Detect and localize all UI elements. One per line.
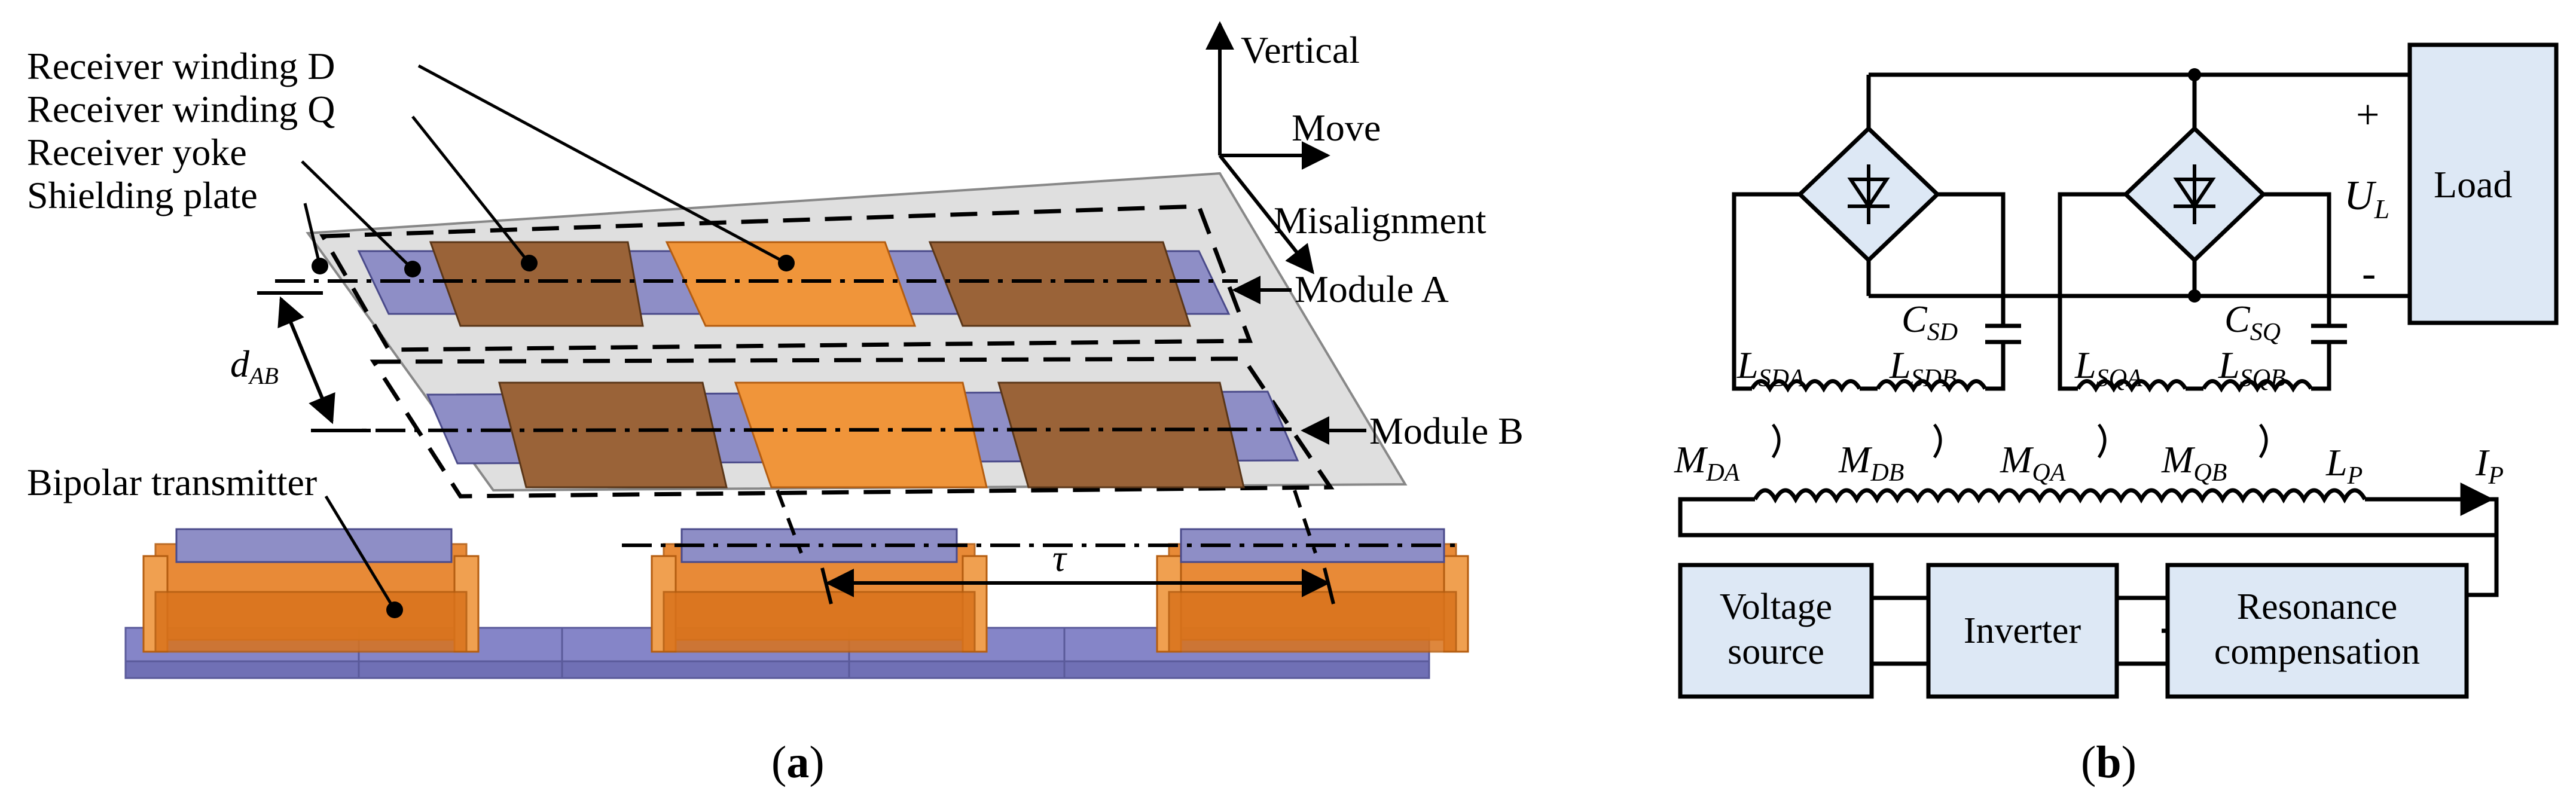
- caption-a: (a): [771, 737, 825, 787]
- coil-lsqb: [2201, 379, 2313, 393]
- winding-d-a: [665, 241, 917, 327]
- coil-lsqa: [2076, 379, 2188, 393]
- panel-b-text: Load + - UL CSD CSQ LSDA LSDB LSQA LSQB …: [1674, 92, 2513, 787]
- label-voltage-source-1: Voltage: [1720, 587, 1832, 627]
- d-ab-arrow: [277, 296, 335, 425]
- label-misalignment: Misalignment: [1274, 199, 1487, 242]
- label-ul: UL: [2344, 173, 2389, 224]
- label-receiver-winding-q: Receiver winding Q: [27, 88, 335, 130]
- caption-b: (b): [2081, 737, 2137, 787]
- transmitter-core-2: [651, 528, 988, 653]
- label-plus: +: [2356, 92, 2379, 138]
- label-shielding-plate: Shielding plate: [27, 174, 258, 216]
- label-receiver-winding-d: Receiver winding D: [27, 45, 335, 87]
- label-vertical: Vertical: [1241, 29, 1360, 71]
- label-resonance-1: Resonance: [2237, 587, 2398, 627]
- load-block: [2407, 42, 2559, 325]
- winding-q-a1: [429, 241, 644, 327]
- label-module-b: Module B: [1369, 410, 1524, 452]
- winding-q-b1: [498, 381, 728, 488]
- module-a-outline: [319, 204, 1253, 352]
- label-mqa: MQA: [2000, 438, 2066, 487]
- label-d-ab: dAB: [230, 343, 279, 389]
- label-mqb: MQB: [2161, 438, 2227, 487]
- resonance-compensation-block: [2165, 563, 2469, 699]
- label-csd: CSD: [1902, 298, 1958, 346]
- misalignment-arrow: [1218, 154, 1314, 274]
- winding-q-b2: [997, 381, 1245, 488]
- voltage-source-block: [1678, 563, 1874, 699]
- label-bipolar-transmitter: Bipolar transmitter: [27, 461, 317, 503]
- label-mdb: MDB: [1838, 438, 1904, 487]
- label-receiver-yoke: Receiver yoke: [27, 131, 247, 173]
- winding-d-b: [734, 381, 988, 488]
- panel-b: [1678, 42, 2559, 699]
- coil-lsdb: [1875, 379, 1988, 393]
- label-mda: MDA: [1674, 438, 1740, 487]
- label-ip: IP: [2475, 441, 2504, 490]
- centerline-b: [322, 428, 1292, 432]
- label-tau: τ: [1052, 537, 1067, 579]
- label-resonance-2: compensation: [2214, 631, 2420, 672]
- label-csq: CSQ: [2224, 298, 2281, 346]
- transmitter-core-1: [142, 528, 480, 653]
- label-move: Move: [1292, 106, 1381, 149]
- module-a: [357, 241, 1231, 327]
- module-b: [426, 381, 1299, 488]
- winding-q-a2: [928, 241, 1192, 327]
- label-minus: -: [2362, 251, 2376, 297]
- label-lsqa: LSQA: [2074, 344, 2142, 392]
- inverter-block: [1926, 563, 2119, 699]
- label-lp: LP: [2325, 441, 2363, 490]
- coil-primary: [1753, 488, 2367, 504]
- label-voltage-source-2: source: [1727, 631, 1824, 672]
- module-b-outline: [370, 356, 1335, 499]
- panel-a: Receiver winding D Receiver winding Q Re…: [27, 21, 1524, 787]
- label-load: Load: [2434, 163, 2513, 206]
- label-inverter: Inverter: [1964, 610, 2081, 651]
- label-lsdb: LSDB: [1889, 344, 1957, 392]
- label-lsda: LSDA: [1736, 344, 1805, 392]
- label-lsqb: LSQB: [2218, 344, 2286, 392]
- label-module-a: Module A: [1295, 268, 1449, 310]
- coil-lsda: [1750, 379, 1862, 393]
